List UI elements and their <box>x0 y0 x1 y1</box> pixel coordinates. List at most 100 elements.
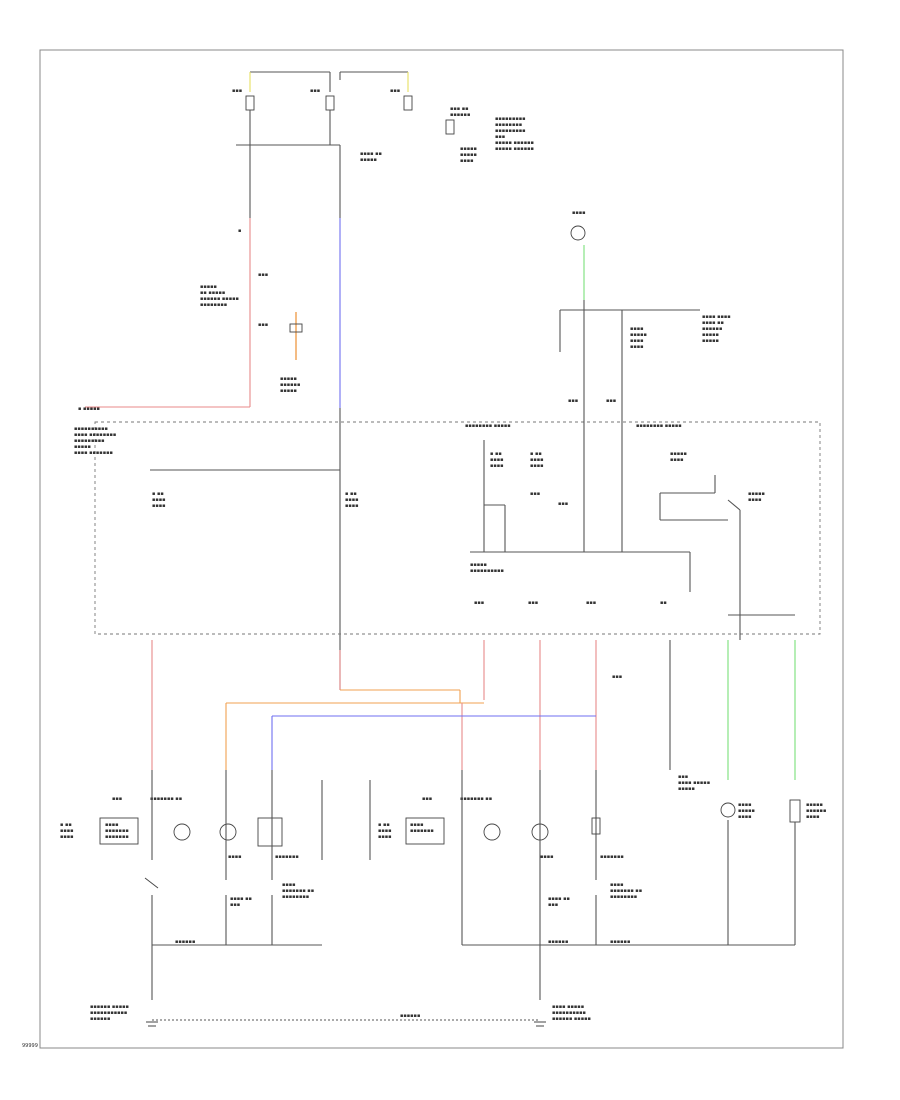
svg-text:▪▪ ▪▪▪▪▪: ▪▪ ▪▪▪▪▪ <box>200 290 225 296</box>
svg-text:▪▪▪▪▪▪: ▪▪▪▪▪▪ <box>548 939 568 945</box>
svg-text:▪▪▪: ▪▪▪ <box>530 491 540 497</box>
svg-text:▪▪▪▪▪: ▪▪▪▪▪ <box>670 451 687 457</box>
svg-text:▪▪▪▪▪▪ ▪▪▪▪▪: ▪▪▪▪▪▪ ▪▪▪▪▪ <box>200 296 239 302</box>
center-lamp-group: ▪ ▪▪ ▪▪▪▪ ▪▪▪▪ ▪▪▪ ▪▪▪▪▪▪▪ ▪▪ ▪▪▪▪ ▪▪▪▪▪… <box>369 770 642 1000</box>
svg-text:▪▪▪▪▪: ▪▪▪▪▪ <box>630 332 647 338</box>
svg-text:▪▪▪▪: ▪▪▪▪ <box>670 457 684 463</box>
svg-text:▪▪▪▪: ▪▪▪▪ <box>738 814 752 820</box>
svg-text:▪▪▪▪▪▪▪: ▪▪▪▪▪▪▪ <box>105 834 129 840</box>
svg-text:▪▪▪▪: ▪▪▪▪ <box>105 822 119 828</box>
svg-text:▪▪▪▪▪▪ ▪▪▪▪▪: ▪▪▪▪▪▪ ▪▪▪▪▪ <box>552 1016 591 1022</box>
svg-text:▪▪▪▪▪: ▪▪▪▪▪ <box>280 376 297 382</box>
svg-text:▪▪▪▪▪▪▪: ▪▪▪▪▪▪▪ <box>105 828 129 834</box>
module-box <box>94 421 821 635</box>
svg-text:▪▪: ▪▪ <box>660 600 667 606</box>
module-internals: ▪▪▪▪▪▪▪▪▪▪ ▪▪▪▪ ▪▪▪▪▪▪▪▪ ▪▪▪▪▪▪▪▪▪ ▪▪▪▪▪… <box>74 420 795 640</box>
svg-text:▪▪▪▪: ▪▪▪▪ <box>490 457 504 463</box>
ground-buses: ▪▪▪▪▪▪ ▪▪▪▪▪▪ ▪▪▪▪▪▪ ▪▪▪▪▪▪ <box>152 895 795 1021</box>
svg-text:▪▪▪▪▪: ▪▪▪▪▪ <box>678 786 695 792</box>
diagram-id: 99999 <box>22 1043 38 1049</box>
right-lamp-group: ▪▪▪▪ ▪▪▪▪▪ ▪▪▪▪ ▪▪▪▪▪ ▪▪▪▪▪▪ ▪▪▪▪ <box>720 799 826 945</box>
svg-text:▪▪▪▪▪: ▪▪▪▪▪ <box>702 332 719 338</box>
svg-text:▪▪▪▪▪▪▪▪ ▪▪▪▪▪: ▪▪▪▪▪▪▪▪ ▪▪▪▪▪ <box>465 423 511 429</box>
svg-text:▪▪▪▪▪▪▪▪▪: ▪▪▪▪▪▪▪▪▪ <box>495 116 526 122</box>
svg-text:▪▪▪▪▪: ▪▪▪▪▪ <box>360 157 377 163</box>
svg-text:▪▪▪▪▪▪▪▪▪: ▪▪▪▪▪▪▪▪▪ <box>74 438 105 444</box>
svg-text:▪▪▪ ▪▪: ▪▪▪ ▪▪ <box>450 106 469 112</box>
svg-text:▪▪▪▪▪▪▪▪▪: ▪▪▪▪▪▪▪▪▪ <box>495 128 526 134</box>
svg-text:▪▪▪: ▪▪▪ <box>390 88 400 94</box>
svg-text:▪▪▪▪: ▪▪▪▪ <box>345 497 359 503</box>
svg-text:▪▪▪▪▪▪: ▪▪▪▪▪▪ <box>702 326 722 332</box>
svg-text:▪▪▪▪: ▪▪▪▪ <box>228 854 242 860</box>
svg-text:▪▪▪▪▪▪: ▪▪▪▪▪▪ <box>806 808 826 814</box>
svg-text:▪▪▪▪▪▪▪▪▪▪▪: ▪▪▪▪▪▪▪▪▪▪▪ <box>90 1010 127 1016</box>
svg-text:▪▪▪▪: ▪▪▪▪ <box>748 497 762 503</box>
svg-text:▪▪▪▪▪▪: ▪▪▪▪▪▪ <box>90 1016 110 1022</box>
svg-text:▪▪▪▪: ▪▪▪▪ <box>630 338 644 344</box>
svg-text:▪▪▪▪ ▪▪▪▪▪▪▪▪: ▪▪▪▪ ▪▪▪▪▪▪▪▪ <box>74 432 116 438</box>
svg-text:▪▪▪▪▪▪▪ ▪▪: ▪▪▪▪▪▪▪ ▪▪ <box>460 796 492 802</box>
svg-text:▪▪▪▪: ▪▪▪▪ <box>738 802 752 808</box>
svg-text:▪ ▪▪: ▪ ▪▪ <box>530 451 542 457</box>
svg-text:▪▪▪▪: ▪▪▪▪ <box>378 834 392 840</box>
svg-text:▪▪▪▪▪▪▪▪▪▪: ▪▪▪▪▪▪▪▪▪▪ <box>74 426 108 432</box>
svg-text:▪▪▪▪▪▪▪: ▪▪▪▪▪▪▪ <box>600 854 624 860</box>
svg-text:▪▪▪▪▪: ▪▪▪▪▪ <box>806 802 823 808</box>
svg-text:▪▪▪▪▪▪▪▪: ▪▪▪▪▪▪▪▪ <box>282 894 309 900</box>
svg-text:▪▪▪▪▪: ▪▪▪▪▪ <box>702 338 719 344</box>
svg-text:▪▪▪▪ ▪▪: ▪▪▪▪ ▪▪ <box>702 320 724 326</box>
svg-text:▪ ▪▪: ▪ ▪▪ <box>152 491 164 497</box>
svg-text:▪ ▪▪: ▪ ▪▪ <box>378 822 390 828</box>
svg-text:▪▪▪: ▪▪▪ <box>258 322 268 328</box>
svg-text:▪▪▪▪: ▪▪▪▪ <box>530 463 544 469</box>
svg-text:▪▪▪▪▪▪ ▪▪▪▪▪: ▪▪▪▪▪▪ ▪▪▪▪▪ <box>90 1004 129 1010</box>
lower-harness: ▪▪▪ ▪▪▪ ▪▪▪▪ ▪▪▪▪▪ ▪▪▪▪▪ <box>151 640 796 792</box>
svg-text:▪▪▪▪▪▪▪▪: ▪▪▪▪▪▪▪▪ <box>200 302 227 308</box>
svg-text:▪▪▪▪▪▪▪ ▪▪: ▪▪▪▪▪▪▪ ▪▪ <box>282 888 314 894</box>
svg-text:▪▪▪▪▪▪: ▪▪▪▪▪▪ <box>450 112 470 118</box>
svg-text:▪▪▪: ▪▪▪ <box>230 902 240 908</box>
svg-text:▪▪▪▪▪: ▪▪▪▪▪ <box>74 444 91 450</box>
svg-text:▪▪▪▪: ▪▪▪▪ <box>540 854 554 860</box>
svg-text:▪▪▪▪▪▪▪▪▪▪: ▪▪▪▪▪▪▪▪▪▪ <box>552 1010 586 1016</box>
svg-text:▪▪▪▪: ▪▪▪▪ <box>630 326 644 332</box>
svg-text:▪▪▪: ▪▪▪ <box>495 134 505 140</box>
svg-text:▪▪▪▪ ▪▪: ▪▪▪▪ ▪▪ <box>548 896 570 902</box>
svg-text:▪▪▪▪: ▪▪▪▪ <box>60 828 74 834</box>
svg-text:▪▪▪: ▪▪▪ <box>422 796 432 802</box>
svg-text:▪▪▪▪▪▪▪ ▪▪: ▪▪▪▪▪▪▪ ▪▪ <box>150 796 182 802</box>
svg-text:▪▪▪▪▪▪▪▪▪▪: ▪▪▪▪▪▪▪▪▪▪ <box>470 568 504 574</box>
svg-text:▪▪▪: ▪▪▪ <box>568 398 578 404</box>
svg-text:▪▪▪▪: ▪▪▪▪ <box>345 503 359 509</box>
ground-symbols: ▪▪▪▪▪▪ ▪▪▪▪▪ ▪▪▪▪▪▪▪▪▪▪▪ ▪▪▪▪▪▪ ▪▪▪▪ ▪▪▪… <box>90 1004 591 1027</box>
svg-text:▪▪▪: ▪▪▪ <box>586 600 596 606</box>
svg-text:▪▪▪: ▪▪▪ <box>474 600 484 606</box>
svg-text:▪ ▪▪▪▪▪: ▪ ▪▪▪▪▪ <box>78 406 100 412</box>
svg-text:▪▪▪▪▪: ▪▪▪▪▪ <box>460 152 477 158</box>
svg-text:▪▪▪▪ ▪▪▪▪: ▪▪▪▪ ▪▪▪▪ <box>702 314 731 320</box>
green-feed: ▪▪▪▪ ▪▪▪▪ ▪▪▪▪▪ ▪▪▪▪ ▪▪▪▪ ▪▪▪▪ ▪▪▪▪ ▪▪▪▪… <box>559 210 731 420</box>
svg-text:▪▪▪: ▪▪▪ <box>678 774 688 780</box>
svg-text:▪▪▪: ▪▪▪ <box>612 674 622 680</box>
orange-fuse: ▪▪▪▪▪ ▪▪▪▪▪▪ ▪▪▪▪▪ <box>280 312 303 394</box>
svg-text:▪▪▪▪ ▪▪: ▪▪▪▪ ▪▪ <box>360 151 382 157</box>
svg-text:▪▪▪▪▪▪: ▪▪▪▪▪▪ <box>280 382 300 388</box>
svg-text:▪▪▪: ▪▪▪ <box>258 272 268 278</box>
svg-text:▪ ▪▪: ▪ ▪▪ <box>490 451 502 457</box>
svg-text:▪▪▪▪: ▪▪▪▪ <box>530 457 544 463</box>
svg-text:▪▪▪▪: ▪▪▪▪ <box>60 834 74 840</box>
svg-text:▪▪▪▪: ▪▪▪▪ <box>410 822 424 828</box>
svg-text:▪▪▪▪: ▪▪▪▪ <box>460 158 474 164</box>
svg-text:▪▪▪: ▪▪▪ <box>232 88 242 94</box>
svg-text:▪▪▪▪▪▪▪: ▪▪▪▪▪▪▪ <box>410 828 434 834</box>
svg-text:▪▪▪▪▪ ▪▪▪▪▪▪: ▪▪▪▪▪ ▪▪▪▪▪▪ <box>495 140 534 146</box>
svg-text:▪▪▪▪ ▪▪▪▪▪: ▪▪▪▪ ▪▪▪▪▪ <box>552 1004 584 1010</box>
diagram-border <box>39 49 844 1049</box>
svg-text:▪▪▪▪▪▪▪▪ ▪▪▪▪▪: ▪▪▪▪▪▪▪▪ ▪▪▪▪▪ <box>636 423 682 429</box>
fuse-notes: ▪▪▪ ▪▪ ▪▪▪▪▪▪ ▪▪▪▪▪▪▪▪▪ ▪▪▪▪▪▪▪▪ ▪▪▪▪▪▪▪… <box>445 106 534 164</box>
svg-text:▪▪▪▪: ▪▪▪▪ <box>152 503 166 509</box>
svg-text:▪▪▪: ▪▪▪ <box>528 600 538 606</box>
svg-text:▪▪▪▪: ▪▪▪▪ <box>610 882 624 888</box>
